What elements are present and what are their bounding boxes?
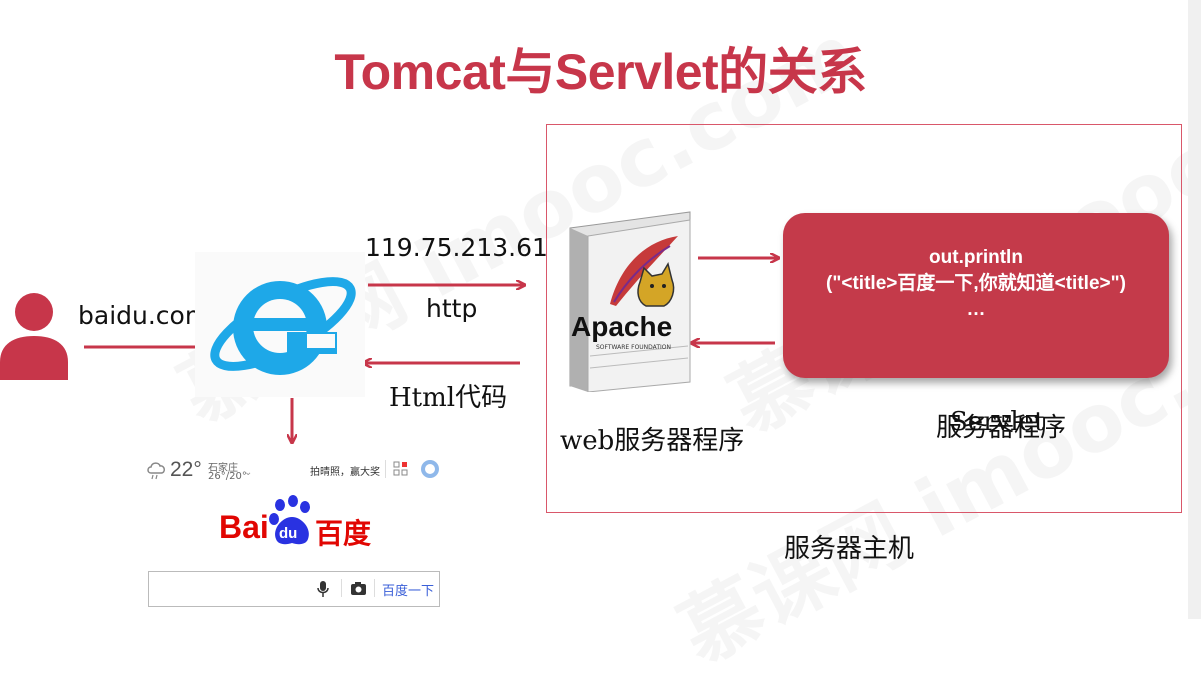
code-line-2: ("<title>百度一下,你就知道<title>") xyxy=(826,273,1126,294)
promo-link[interactable]: 拍晴照，赢大奖 xyxy=(310,467,380,478)
apache-server-icon xyxy=(569,211,691,392)
servlet-code-card: out.println ("<title>百度一下,你就知道<title>") … xyxy=(783,213,1169,378)
ie-browser-icon xyxy=(195,252,365,397)
apps-grid-icon[interactable] xyxy=(393,461,409,477)
servlet-label-a: 服务器程序 xyxy=(936,413,1067,443)
weather-range: 26°/20° xyxy=(208,471,247,482)
user-icon xyxy=(0,293,68,380)
chevron-down-icon[interactable]: ⌄ xyxy=(244,467,253,478)
request-ip-label: 119.75.213.61 xyxy=(365,233,548,262)
baidu-logo-du: du xyxy=(279,525,298,542)
divider xyxy=(385,460,386,478)
code-line-3: … xyxy=(966,299,986,320)
arrows-layer xyxy=(84,0,1201,619)
baidu-logo-bai: Bai xyxy=(219,509,269,545)
search-button[interactable]: 百度一下 xyxy=(382,584,435,599)
code-line-1: out.println xyxy=(929,247,1023,268)
baidu-paw-icon xyxy=(269,495,310,545)
response-label: Html代码 xyxy=(389,383,508,413)
server-host-label: 服务器主机 xyxy=(784,534,915,564)
search-divider xyxy=(341,579,342,597)
right-edge-strip xyxy=(1188,0,1201,619)
weather-cloud-icon xyxy=(147,462,165,480)
weather-temp: 22° xyxy=(170,458,202,481)
weather-city: 石家庄 xyxy=(208,463,238,474)
page-title: Tomcat与Servlet的关系 xyxy=(334,44,867,100)
servlet-label-b: Servlet xyxy=(950,407,1045,437)
user-url-label: baidu.com xyxy=(78,301,210,330)
apache-logo-text: Apache xyxy=(571,311,673,342)
microphone-icon[interactable] xyxy=(316,580,330,598)
web-server-label: web服务器程序 xyxy=(560,426,745,456)
server-host-box xyxy=(546,124,1182,513)
tomcat-cat-icon xyxy=(637,262,675,307)
request-protocol-label: http xyxy=(426,294,478,323)
search-input[interactable] xyxy=(148,571,440,607)
avatar[interactable] xyxy=(420,459,440,479)
search-divider-2 xyxy=(374,579,375,597)
baidu-logo-cn: 百度 xyxy=(315,517,372,550)
apache-logo-subtext: SOFTWARE FOUNDATION xyxy=(596,344,671,351)
camera-icon[interactable] xyxy=(350,581,368,597)
